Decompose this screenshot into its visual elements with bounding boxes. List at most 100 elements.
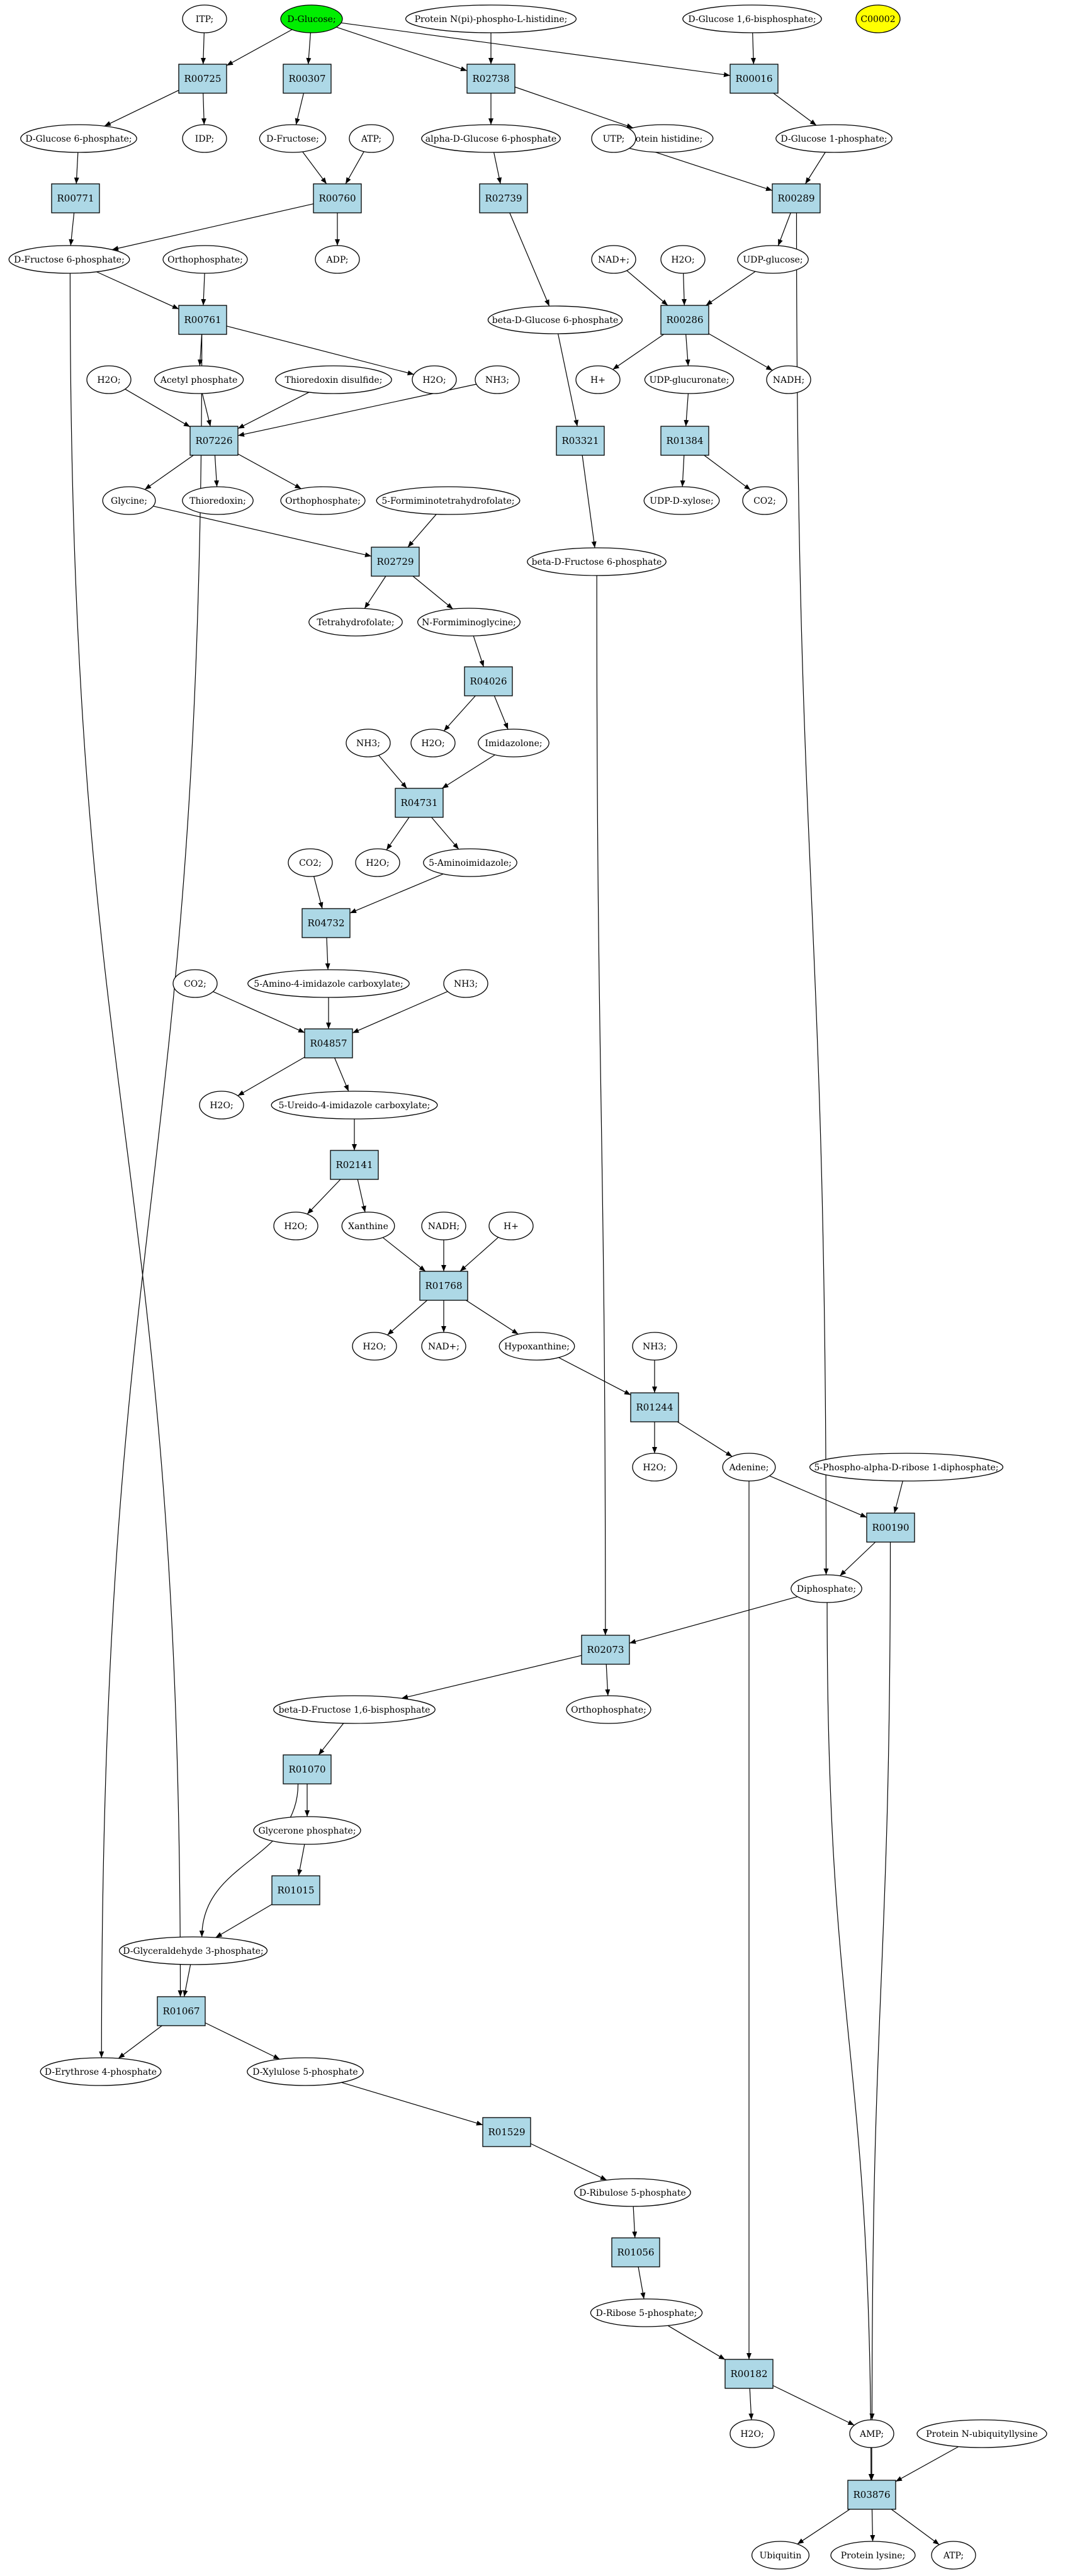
node-label: R02141 xyxy=(335,1159,373,1171)
compound-ellipse xyxy=(475,365,520,394)
compound-node-5-ureido-4-imidazole-carboxylate: 5-Ureido-4-imidazole carboxylate; xyxy=(271,1091,438,1120)
reaction-node-r02729: R02729 xyxy=(371,547,420,577)
edge-arrow xyxy=(345,151,364,184)
compound-ellipse xyxy=(737,245,809,274)
edge-arrow xyxy=(893,1480,903,1514)
reaction-box xyxy=(482,2117,531,2147)
compound-ellipse xyxy=(288,848,333,877)
reaction-box xyxy=(724,2359,774,2389)
compound-ellipse xyxy=(660,245,706,274)
node-label: R00760 xyxy=(318,193,356,204)
compound-ellipse xyxy=(247,969,410,998)
compound-ellipse xyxy=(849,2419,894,2448)
node-label: Protein N-ubiquityllysine xyxy=(926,2429,1038,2439)
node-label: H2O; xyxy=(97,375,120,385)
compound-ellipse xyxy=(275,365,392,394)
compound-node-nh3: NH3; xyxy=(475,365,520,394)
node-label: ATP; xyxy=(361,134,381,144)
compound-node-d-fructose: D-Fructose; xyxy=(259,124,327,153)
node-label: CO2; xyxy=(184,979,206,989)
node-label: IDP; xyxy=(195,134,214,144)
edge-arrow xyxy=(213,991,305,1033)
reaction-box xyxy=(581,1635,630,1665)
reaction-box xyxy=(479,183,528,213)
node-label: R01056 xyxy=(617,2247,654,2258)
compound-ellipse xyxy=(423,848,517,877)
reaction-node-r03876: R03876 xyxy=(847,2480,896,2510)
node-label: R01015 xyxy=(277,1885,314,1896)
reaction-node-r04732: R04732 xyxy=(301,908,351,938)
node-label: D-Glyceraldehyde 3-phosphate; xyxy=(123,1946,263,1956)
node-label: Glycine; xyxy=(111,496,147,506)
edge-arrow xyxy=(441,754,495,789)
compound-ellipse xyxy=(478,729,549,757)
node-label: D-Ribulose 5-phosphate xyxy=(579,2188,686,2198)
edge-arrow xyxy=(558,1357,631,1395)
reaction-box xyxy=(178,305,227,335)
compound-ellipse xyxy=(182,4,227,33)
node-label: H+ xyxy=(504,1222,519,1232)
reaction-box xyxy=(304,1028,353,1058)
edge-arrow xyxy=(378,755,407,789)
node-label: Imidazolone; xyxy=(485,739,542,749)
node-label: Diphosphate; xyxy=(797,1584,856,1594)
node-label: NH3; xyxy=(485,375,509,385)
compound-ellipse xyxy=(591,124,636,153)
reaction-node-r04731: R04731 xyxy=(395,788,444,818)
compound-ellipse xyxy=(722,1453,776,1482)
edge-arrow xyxy=(773,93,817,126)
reaction-node-r02141: R02141 xyxy=(330,1150,379,1180)
reaction-node-r04026: R04026 xyxy=(464,666,513,696)
compound-ellipse xyxy=(341,1211,395,1240)
compound-node-d-fructose-6-phosphate: D-Fructose 6-phosphate; xyxy=(8,245,130,274)
compound-node-d-erythrose-4-phosphate: D-Erythrose 4-phosphate xyxy=(40,2057,162,2086)
node-label: H2O; xyxy=(363,1342,386,1352)
edge-arrow xyxy=(237,392,310,429)
edge-arrow xyxy=(302,151,327,184)
compound-ellipse xyxy=(830,2541,916,2570)
compound-node-nad: NAD+; xyxy=(421,1332,466,1361)
compound-ellipse xyxy=(118,1936,268,1965)
edge-arrow xyxy=(334,1057,349,1092)
compound-node-utp: UTP; xyxy=(591,124,636,153)
reaction-node-r00771: R00771 xyxy=(51,183,100,213)
compound-node-5-formiminotetrahydrofolate: 5-Formiminotetrahydrofolate; xyxy=(376,486,521,515)
edge-arrow xyxy=(412,576,453,610)
node-label: ADP; xyxy=(326,255,349,265)
compound-node-h2o: H2O; xyxy=(273,1211,318,1240)
node-label: H2O; xyxy=(422,375,446,385)
edge-arrow xyxy=(473,635,485,667)
edge-arrow xyxy=(307,1179,341,1215)
compound-node-udp-glucuronate: UDP-glucuronate; xyxy=(644,365,735,394)
node-label: R01529 xyxy=(488,2126,525,2138)
compound-ellipse xyxy=(632,1332,677,1361)
reaction-box xyxy=(51,183,100,213)
compound-ellipse xyxy=(154,365,244,394)
edge-arrow xyxy=(684,393,689,427)
node-label: UDP-D-xylose; xyxy=(650,496,714,506)
node-label: H2O; xyxy=(671,255,694,265)
compound-node-idp: IDP; xyxy=(182,124,227,153)
compound-ellipse xyxy=(574,2178,691,2207)
compound-node-protein-histidine: Protein histidine; xyxy=(614,124,714,153)
reaction-node-r00760: R00760 xyxy=(313,183,362,213)
edge-arrow xyxy=(226,326,414,376)
edge-arrow xyxy=(237,1057,305,1096)
compound-node-co2: CO2; xyxy=(172,969,218,998)
node-label: 5-Formiminotetrahydrofolate; xyxy=(381,496,514,506)
node-label: Protein N(pi)-phospho-L-histidine; xyxy=(415,14,568,25)
edge-arrow xyxy=(891,2509,940,2545)
node-label: ATP; xyxy=(943,2551,964,2561)
reaction-node-r00286: R00286 xyxy=(660,305,709,335)
compound-node-orthophosphate: Orthophosphate; xyxy=(566,1695,651,1724)
compound-node-protein-n-pi-phospho-l-histidine: Protein N(pi)-phospho-L-histidine; xyxy=(405,4,577,33)
reaction-box xyxy=(313,183,362,213)
node-label: beta-D-Glucose 6-phosphate xyxy=(492,315,619,326)
compound-node-d-glucose-1-phosphate: D-Glucose 1-phosphate; xyxy=(775,124,893,153)
node-label: NH3; xyxy=(356,739,380,749)
edge-arrow xyxy=(750,32,756,65)
node-label: Orthophosphate; xyxy=(285,496,361,506)
node-label: Ubiquitin xyxy=(760,2551,802,2561)
node-label: R01070 xyxy=(288,1764,325,1775)
compound-node-xanthine: Xanthine xyxy=(341,1211,395,1240)
